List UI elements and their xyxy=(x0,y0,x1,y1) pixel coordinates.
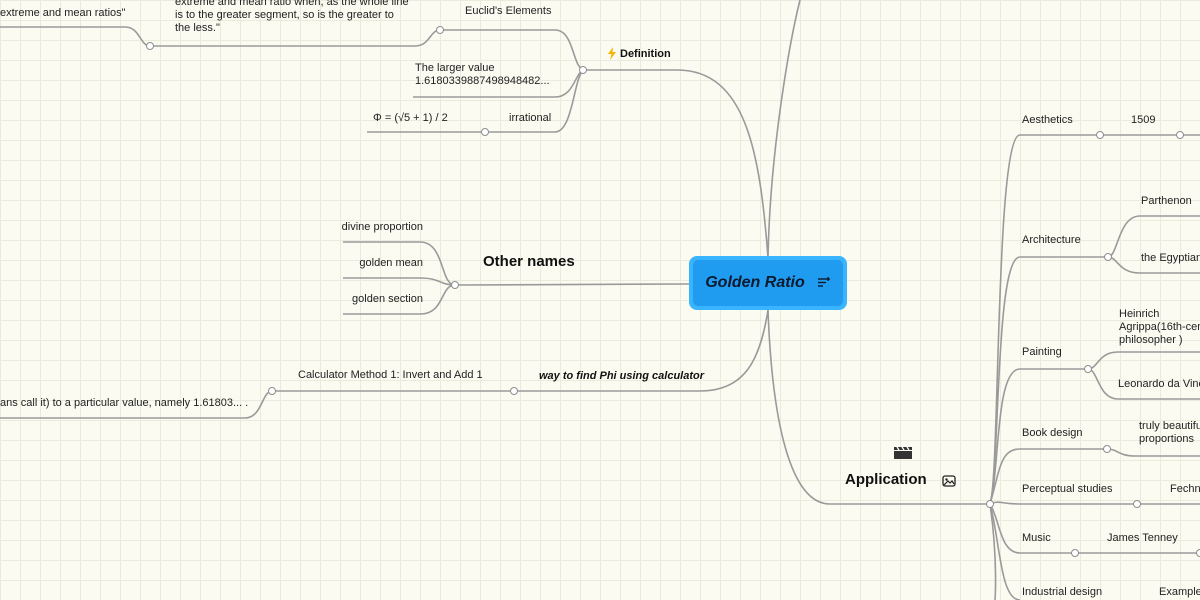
calculator-method-node[interactable]: Calculator Method 1: Invert and Add 1 xyxy=(298,369,483,381)
aesthetics-node[interactable]: Aesthetics xyxy=(1022,114,1073,126)
collapse-handle-definition[interactable] xyxy=(579,66,587,74)
connector-application xyxy=(767,309,990,505)
definition-node[interactable]: Definition xyxy=(620,48,671,60)
calculator-node[interactable]: way to find Phi using calculator xyxy=(539,370,705,382)
other-name-item[interactable]: golden mean xyxy=(359,257,423,269)
connector-other-names xyxy=(454,283,691,286)
collapse-handle-aesthetics[interactable] xyxy=(1096,131,1104,139)
euclid-quote[interactable]: extreme and mean ratio when, as the whol… xyxy=(175,0,409,34)
collapse-handle-calculator[interactable] xyxy=(510,387,518,395)
note-icon[interactable] xyxy=(817,276,831,290)
calculator-detail[interactable]: ans call it) to a particular value, name… xyxy=(0,397,249,409)
book-design-child[interactable]: truly beautiful proportions xyxy=(1139,420,1200,445)
music-node[interactable]: Music xyxy=(1022,532,1051,544)
collapse-handle-music[interactable] xyxy=(1071,549,1079,557)
other-name-item[interactable]: divine proportion xyxy=(341,221,423,233)
phi-formula[interactable]: Φ = (√5 + 1) / 2 xyxy=(373,112,448,124)
collapse-handle-perceptual[interactable] xyxy=(1133,500,1141,508)
image-icon[interactable] xyxy=(942,475,956,487)
connector-calculator xyxy=(514,309,769,392)
collapse-handle-quote[interactable] xyxy=(146,42,154,50)
clapperboard-icon xyxy=(894,446,912,459)
collapse-handle-tenney[interactable] xyxy=(1196,549,1200,557)
collapse-handle-1509[interactable] xyxy=(1176,131,1184,139)
collapse-handle-architecture[interactable] xyxy=(1104,253,1112,261)
collapse-handle-euclid[interactable] xyxy=(436,26,444,34)
irrational-node[interactable]: irrational xyxy=(509,112,552,124)
architecture-child[interactable]: the Egyptian xyxy=(1141,252,1200,264)
aesthetics-child[interactable]: 1509 xyxy=(1131,114,1156,126)
music-child[interactable]: James Tenney xyxy=(1107,532,1178,544)
industrial-design-node[interactable]: Industrial design xyxy=(1022,586,1103,598)
euclid-node[interactable]: Euclid's Elements xyxy=(465,5,552,17)
application-node[interactable]: Application xyxy=(845,471,927,488)
other-names-node[interactable]: Other names xyxy=(483,253,575,270)
larger-value-node[interactable]: The larger value 1.6180339887498948482..… xyxy=(415,62,550,87)
connector-definition xyxy=(585,69,769,259)
collapse-handle-irrational[interactable] xyxy=(481,128,489,136)
lightning-icon xyxy=(608,47,616,60)
industrial-design-child[interactable]: Example xyxy=(1159,586,1200,598)
collapse-handle-method[interactable] xyxy=(268,387,276,395)
central-topic-title: Golden Ratio xyxy=(705,274,805,291)
perceptual-node[interactable]: Perceptual studies xyxy=(1022,483,1113,495)
collapse-handle-book-design[interactable] xyxy=(1103,445,1111,453)
perceptual-child[interactable]: Fechn xyxy=(1170,483,1200,495)
architecture-child[interactable]: Parthenon xyxy=(1141,195,1192,207)
collapse-handle-application[interactable] xyxy=(986,500,994,508)
other-name-item[interactable]: golden section xyxy=(352,293,423,305)
book-design-node[interactable]: Book design xyxy=(1022,427,1083,439)
collapse-handle-painting[interactable] xyxy=(1084,365,1092,373)
architecture-node[interactable]: Architecture xyxy=(1022,234,1081,246)
central-topic[interactable]: Golden Ratio xyxy=(689,256,847,310)
painting-child[interactable]: Leonardo da Vinci xyxy=(1118,378,1200,390)
euclid-source-fragment[interactable]: extreme and mean ratios" xyxy=(0,7,126,19)
painting-child[interactable]: Heinrich Agrippa(16th-cen philosopher ) xyxy=(1119,308,1200,346)
collapse-handle-other-names[interactable] xyxy=(451,281,459,289)
painting-node[interactable]: Painting xyxy=(1022,346,1062,358)
